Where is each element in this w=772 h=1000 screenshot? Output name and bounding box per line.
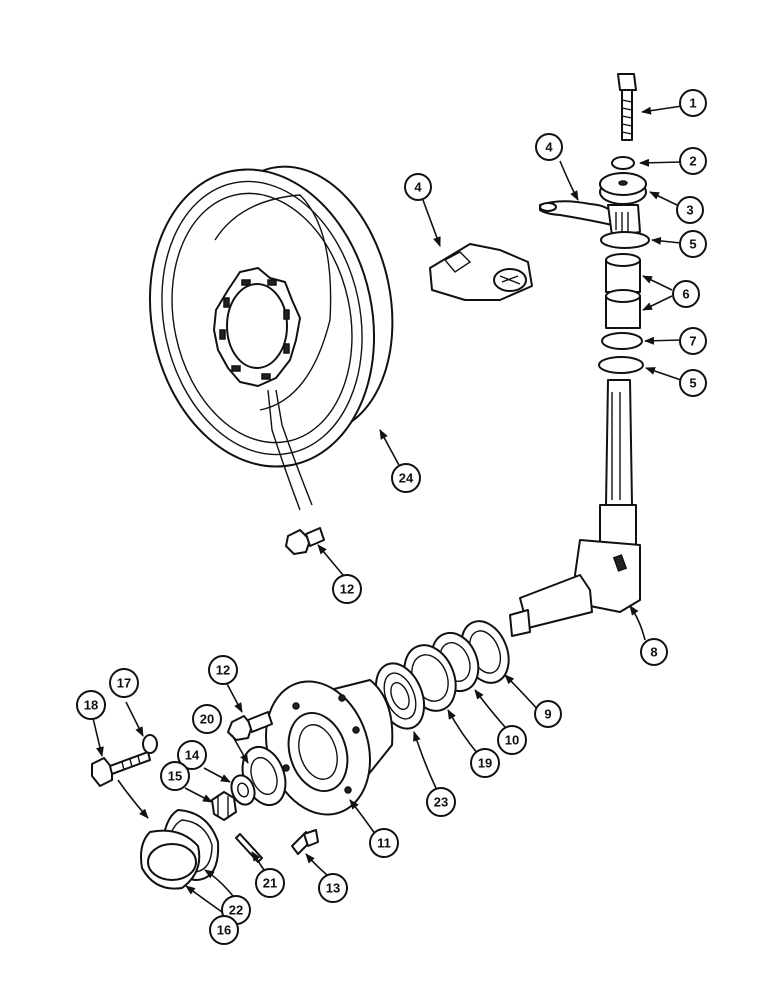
hub-cap-16: [140, 829, 201, 890]
wheel-rim: [148, 165, 394, 511]
callout-7: 7: [679, 327, 707, 355]
svg-text:7: 7: [689, 334, 696, 349]
wheel-bolt-12-top: [285, 527, 325, 555]
svg-text:12: 12: [340, 582, 354, 597]
grease-nipple-13: [291, 829, 319, 855]
o-ring-upper: [600, 231, 650, 249]
callout-6: 6: [672, 280, 700, 308]
wheel-hub: [265, 679, 394, 816]
bolt-top: [617, 73, 637, 141]
callout-23: 23: [426, 787, 456, 817]
svg-text:9: 9: [544, 707, 551, 722]
callout-9: 9: [534, 700, 562, 728]
svg-text:3: 3: [686, 203, 693, 218]
wheel-bolt-12-lower: [227, 711, 273, 741]
callout-12-lower: 12: [208, 655, 238, 685]
svg-text:21: 21: [263, 876, 277, 891]
svg-text:23: 23: [434, 795, 448, 810]
spindle-axle: [509, 379, 641, 637]
wheel-center-disc: [213, 267, 301, 387]
callout-17: 17: [109, 668, 139, 698]
callout-2: 2: [679, 147, 707, 175]
svg-text:15: 15: [168, 769, 182, 784]
callout-24: 24: [391, 463, 421, 493]
bushings: [605, 253, 641, 329]
callout-12-top: 12: [332, 574, 362, 604]
svg-text:12: 12: [216, 663, 230, 678]
o-ring-lower: [598, 356, 644, 374]
cap-washer: [599, 172, 647, 205]
svg-text:17: 17: [117, 676, 131, 691]
callout-15: 15: [160, 761, 190, 791]
callout-5-upper: 5: [679, 230, 707, 258]
washer-17: [142, 734, 158, 754]
callout-3: 3: [676, 196, 704, 224]
washer-14: [230, 774, 256, 806]
svg-text:5: 5: [689, 376, 696, 391]
cotter-pin-21: [235, 833, 263, 863]
callout-10: 10: [497, 725, 527, 755]
svg-text:10: 10: [505, 733, 519, 748]
svg-text:24: 24: [399, 471, 414, 486]
svg-text:4: 4: [545, 140, 553, 155]
callout-19: 19: [470, 748, 500, 778]
bolt-18: [91, 751, 151, 787]
svg-text:16: 16: [217, 923, 231, 938]
svg-text:20: 20: [200, 712, 214, 727]
svg-text:14: 14: [185, 748, 200, 763]
steering-arm-upper: [539, 200, 641, 237]
callout-13: 13: [318, 873, 348, 903]
steering-arm-bracket: [429, 243, 533, 301]
svg-text:2: 2: [689, 154, 696, 169]
svg-text:6: 6: [682, 287, 689, 302]
callout-4-arm: 4: [535, 133, 563, 161]
callout-8: 8: [640, 638, 668, 666]
svg-text:13: 13: [326, 881, 340, 896]
callout-1: 1: [679, 89, 707, 117]
thrust-washer: [601, 332, 643, 350]
svg-text:5: 5: [689, 237, 696, 252]
callout-4-bracket: 4: [404, 173, 432, 201]
svg-text:4: 4: [414, 180, 422, 195]
svg-text:11: 11: [377, 836, 391, 851]
castle-nut-15: [211, 791, 237, 821]
svg-text:8: 8: [650, 645, 657, 660]
callout-21: 21: [255, 868, 285, 898]
callout-16: 16: [209, 915, 239, 945]
svg-text:22: 22: [229, 903, 243, 918]
svg-text:18: 18: [84, 698, 98, 713]
callout-20: 20: [192, 704, 222, 734]
callout-11: 11: [369, 828, 399, 858]
callout-18: 18: [76, 690, 106, 720]
leader-lines: [92, 105, 683, 913]
callout-14: 14: [177, 740, 207, 770]
svg-text:1: 1: [689, 96, 696, 111]
lock-washer: [611, 156, 635, 170]
svg-text:19: 19: [478, 756, 492, 771]
callout-5-lower: 5: [679, 369, 707, 397]
